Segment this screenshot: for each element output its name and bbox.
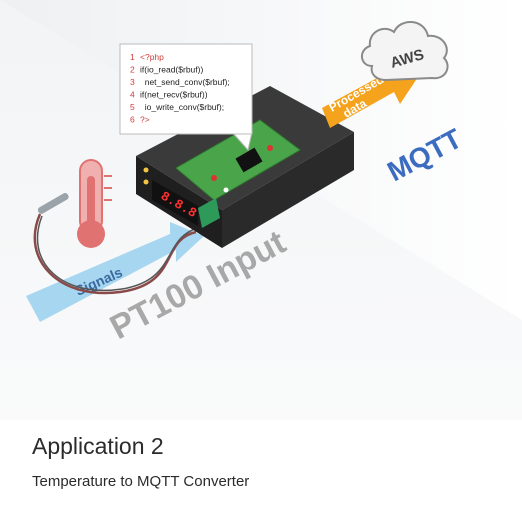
led-display bbox=[152, 180, 198, 226]
code-line-text: if(net_recv($rbuf)) bbox=[140, 90, 208, 100]
thermometer-icon bbox=[77, 159, 112, 248]
code-line-number: 6 bbox=[130, 115, 135, 125]
code-line-text: net_send_conv($rbuf); bbox=[140, 77, 230, 87]
code-line-number: 5 bbox=[130, 102, 135, 112]
terminal-block bbox=[198, 198, 220, 228]
code-line-number: 2 bbox=[130, 65, 135, 75]
code-line-text: ?> bbox=[140, 115, 150, 125]
code-line-text: <?php bbox=[140, 52, 164, 62]
aws-cloud-icon: AWS bbox=[361, 21, 449, 82]
code-line-number: 3 bbox=[130, 77, 135, 87]
code-line-number: 4 bbox=[130, 90, 135, 100]
code-line-text: io_write_conv($rbuf); bbox=[140, 102, 224, 112]
caption-subtitle: Temperature to MQTT Converter bbox=[32, 473, 250, 490]
code-lines: 1 <?php 2 if(io_read($rbuf)) 3 net_send_conv… bbox=[130, 52, 230, 125]
code-line-text: if(io_read($rbuf)) bbox=[140, 65, 203, 75]
pt100-probe bbox=[33, 193, 199, 295]
caption-title: Application 2 bbox=[32, 433, 164, 459]
code-line-number: 1 bbox=[130, 52, 135, 62]
converter-device: 8.8.8 bbox=[136, 86, 354, 248]
code-popup: 1 <?php 2 if(io_read($rbuf)) 3 net_send_conv… bbox=[119, 43, 253, 152]
chip-icon bbox=[235, 147, 263, 173]
